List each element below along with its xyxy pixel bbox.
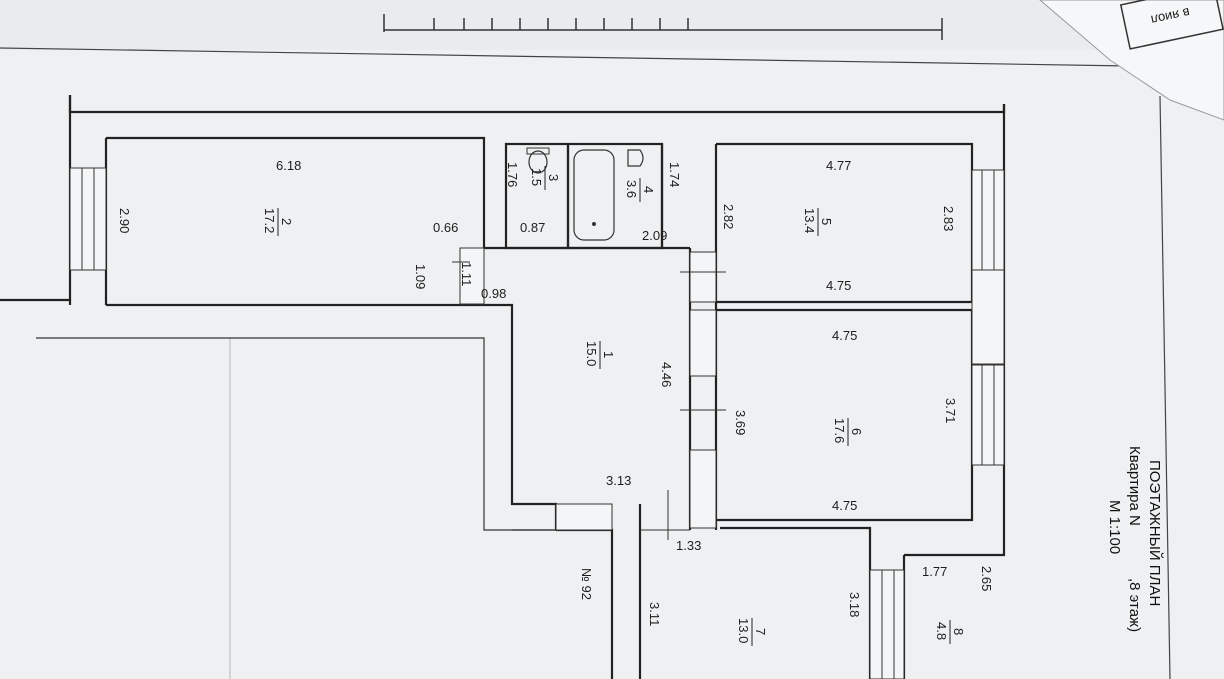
room-number: 8 <box>951 628 966 635</box>
dim-2-82: 2.82 <box>721 204 736 229</box>
fixtures <box>526 147 644 241</box>
room-area: 17.6 <box>832 418 847 443</box>
room-area: 13.4 <box>802 208 817 233</box>
corner-stamp: в яиол <box>1039 0 1224 121</box>
dim-2-90: 2.90 <box>117 208 132 233</box>
room-area: 1.5 <box>529 168 544 186</box>
dim-2-09: 2.09 <box>642 228 667 243</box>
dim-4-75-c: 4.75 <box>832 498 857 513</box>
dim-1-09: 1.09 <box>413 264 428 289</box>
room-area: 15.0 <box>584 341 599 366</box>
title-line2-tail: ,8 этаж) <box>1126 578 1143 632</box>
room-number: 6 <box>849 428 864 435</box>
frame-right <box>1159 95 1171 679</box>
room-6-label: 6 17.6 <box>832 418 864 446</box>
windows <box>69 167 1005 679</box>
room-area: 13.0 <box>736 618 751 643</box>
room-7-label: 7 13.0 <box>736 618 768 646</box>
dim-2-83: 2.83 <box>941 206 956 231</box>
room-number: 7 <box>753 628 768 635</box>
dim-4-75-b: 4.75 <box>832 328 857 343</box>
window-room7 <box>869 569 905 679</box>
dimension-ticks <box>452 261 726 540</box>
room-number: 5 <box>819 218 834 225</box>
plan-title: ПОЭТАЖНЫЙ ПЛАН Квартира N ,8 этаж) М 1:1… <box>1106 446 1164 632</box>
room-area: 17.2 <box>262 208 277 233</box>
title-line1: ПОЭТАЖНЫЙ ПЛАН <box>1146 460 1164 606</box>
dim-1-33: 1.33 <box>676 538 701 553</box>
dim-2-65: 2.65 <box>979 566 994 591</box>
room-8-label: 8 4.8 <box>934 620 966 644</box>
room-2-label: 2 17.2 <box>262 208 294 236</box>
room-3-label: 3 1.5 <box>529 166 561 190</box>
room-4-label: 4 3.6 <box>624 178 656 202</box>
window-room5 <box>971 169 1005 271</box>
dim-4-46: 4.46 <box>659 362 674 387</box>
room-area: 4.8 <box>934 622 949 640</box>
door-room7 <box>689 449 717 529</box>
room-number: 4 <box>641 186 656 193</box>
scale-ruler <box>383 14 943 40</box>
window-room6 <box>971 364 1005 466</box>
door-room2 <box>459 247 485 305</box>
apartment-marker: № 92 <box>579 568 594 600</box>
window-room2 <box>69 167 107 271</box>
dim-6-18: 6.18 <box>276 158 301 173</box>
title-line3: М 1:100 <box>1106 500 1123 554</box>
dim-3-71: 3.71 <box>943 398 958 423</box>
dim-3-18: 3.18 <box>847 592 862 617</box>
dim-1-11: 1.11 <box>459 262 474 286</box>
door-room6 <box>689 309 717 377</box>
dim-0-66: 0.66 <box>433 220 458 235</box>
dim-4-75-a: 4.75 <box>826 278 851 293</box>
room-area: 3.6 <box>624 180 639 198</box>
room-number: 2 <box>279 218 294 225</box>
redacted-number <box>1126 537 1142 577</box>
dim-3-11: 3.11 <box>647 602 662 626</box>
sink-icon <box>627 149 644 167</box>
dim-1-77: 1.77 <box>922 564 947 579</box>
room-5-label: 5 13.4 <box>802 208 834 236</box>
door-room5 <box>689 251 717 303</box>
room-1-label: 1 15.0 <box>584 341 616 369</box>
dim-0-87: 0.87 <box>520 220 545 235</box>
room-number: 1 <box>601 351 616 358</box>
dim-1-74: 1.74 <box>667 162 682 187</box>
dim-1-76: 1.76 <box>505 162 520 187</box>
pier-right <box>971 269 1005 365</box>
door-entrance <box>555 503 613 531</box>
title-line2: Квартира N <box>1126 446 1143 526</box>
bathtub-icon <box>573 149 615 241</box>
sheet-edge <box>0 47 1131 67</box>
room-number: 3 <box>546 174 561 181</box>
dim-4-77: 4.77 <box>826 158 851 173</box>
dim-3-69: 3.69 <box>733 410 748 435</box>
dim-0-98: 0.98 <box>481 286 506 301</box>
dim-3-13: 3.13 <box>606 473 631 488</box>
toilet-icon <box>528 150 548 174</box>
